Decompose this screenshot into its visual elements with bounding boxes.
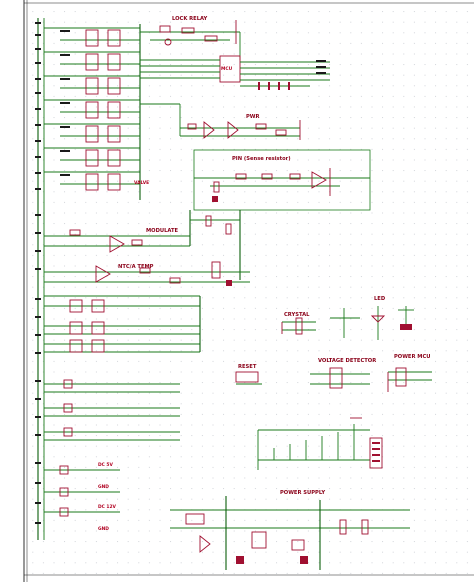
grid-dots	[24, 4, 474, 582]
pin-sense-block: PIN (Sense resistor)	[193, 149, 371, 211]
power-supply-block: POWER SUPPLY	[170, 490, 410, 570]
gnd-main-label: GND	[98, 526, 109, 532]
modulate-label: MODULATE	[146, 228, 179, 234]
dc-5v-label: DC 5V	[98, 462, 113, 468]
sheet-frame	[23, 0, 474, 582]
pwr-label: PWR	[246, 114, 260, 120]
power-mcu-label: POWER MCU	[394, 354, 430, 360]
modulate-block: MODULATE	[44, 210, 241, 280]
mcu-chip	[219, 55, 241, 83]
valve-driver-block: VALVE	[44, 24, 149, 200]
led-ladder-block	[257, 417, 383, 470]
dc-labels-group: DC 5V GND DC 12V GND	[44, 462, 120, 532]
crystal-block: CRYSTAL	[281, 312, 316, 335]
mcu-block: MCU	[140, 55, 330, 90]
voltage-detector-label: VOLTAGE DETECTOR	[318, 358, 376, 364]
power-supply-label: POWER SUPPLY	[280, 490, 325, 496]
led-label: LED	[374, 296, 386, 302]
crystal-label: CRYSTAL	[284, 312, 310, 318]
lock-relay-block: LOCK RELAY	[140, 16, 241, 60]
lower-driver-rows	[44, 379, 180, 441]
lock-relay-label: LOCK RELAY	[172, 16, 208, 22]
pin-sense-label: PIN (Sense resistor)	[232, 156, 291, 162]
power-mcu-block: POWER MCU	[387, 354, 432, 392]
gnd-label: GND	[98, 484, 109, 490]
valve-label: VALVE	[134, 180, 149, 186]
dc-12v-label: DC 12V	[98, 504, 117, 510]
mcu-label: MCU	[221, 66, 233, 72]
led-block: LED	[330, 296, 414, 340]
mid-driver-rows	[44, 295, 201, 353]
reset-block: RESET	[235, 364, 262, 385]
left-connector-column	[35, 18, 45, 540]
voltage-detector-block: VOLTAGE DETECTOR	[310, 358, 376, 389]
pwr-block: PWR	[140, 103, 301, 140]
reset-label: RESET	[238, 364, 257, 370]
ntc-temp-block: NTC/A TEMP	[44, 261, 250, 286]
ntc-temp-label: NTC/A TEMP	[118, 264, 154, 270]
